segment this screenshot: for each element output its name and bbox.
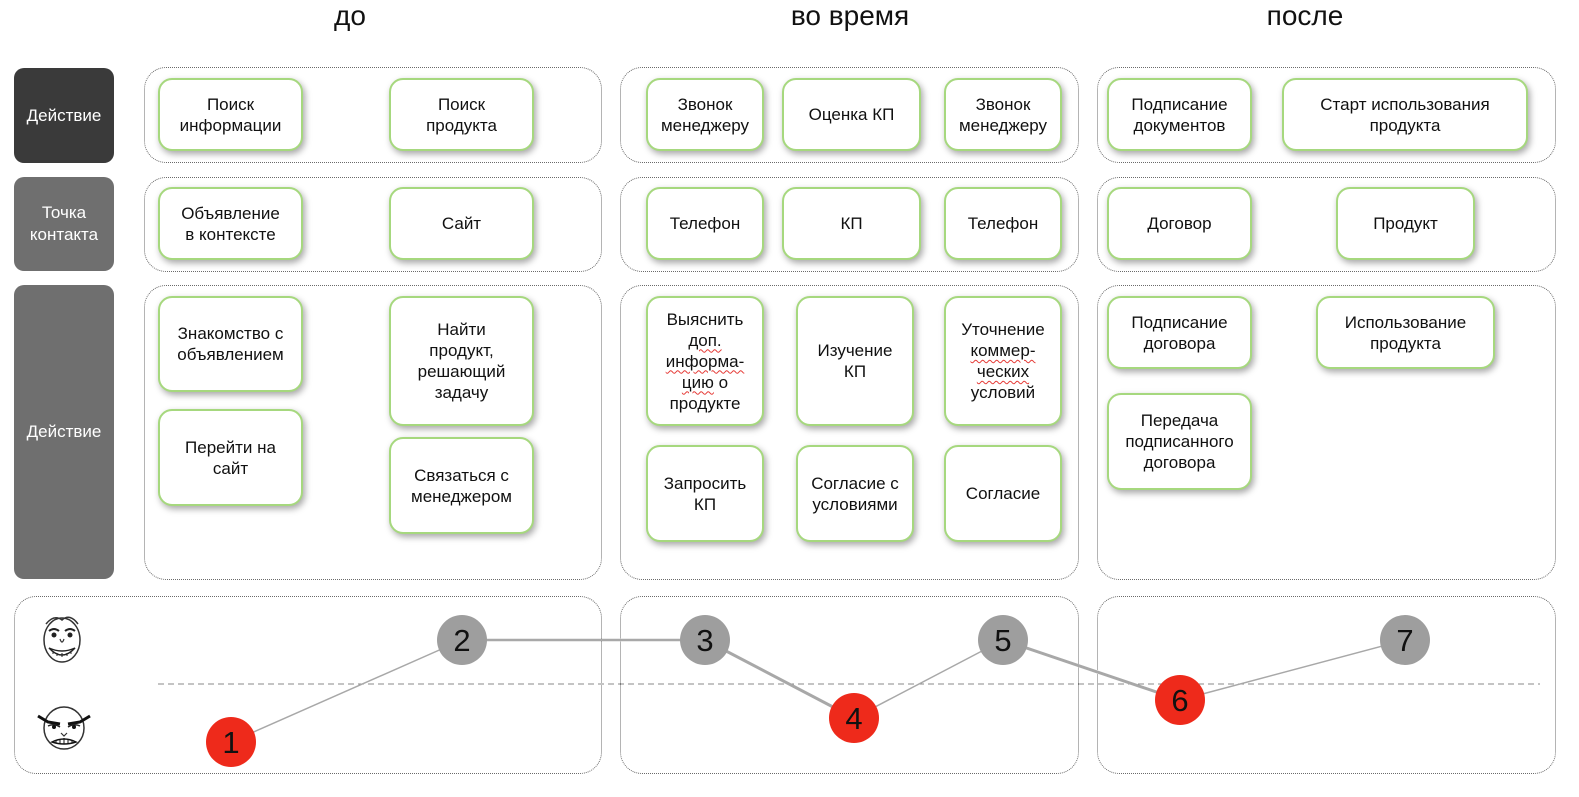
card-call-manager-1: Звонок менеджеру [646, 78, 764, 151]
card-clarify-line-4b: о [713, 372, 729, 392]
card-clarify-line-5: продукте [669, 393, 741, 413]
frame-during-row2 [620, 177, 1079, 272]
card-terms-line-2: коммер- [970, 341, 1036, 360]
card-clarify-line-4a: цию [681, 372, 714, 392]
card-ad-acquaintance: Знакомство с объявлением [158, 296, 303, 392]
row-label-action: Действие [14, 68, 114, 163]
card-study-offer: Изучение КП [796, 296, 914, 426]
card-offer: КП [782, 187, 921, 260]
card-clarify-info: Выяснить доп. информа- цию о продукте [646, 296, 764, 426]
frame-during-row3 [620, 285, 1079, 580]
row-label-touchpoint: Точка контакта [14, 177, 114, 271]
card-request-offer: Запросить КП [646, 445, 764, 542]
card-find-product: Найти продукт, решающий задачу [389, 296, 534, 426]
card-clarify-line-3: информа- [665, 351, 745, 371]
card-clarify-terms: Уточнение коммер- ческих условий [944, 296, 1062, 426]
frame-before-row1 [144, 67, 602, 163]
card-transfer-contract: Передача подписанного договора [1107, 393, 1252, 490]
happy-face-icon [43, 616, 81, 663]
card-sign-contract: Подписание договора [1107, 296, 1252, 369]
card-terms-line-1: Уточнение [961, 320, 1045, 339]
card-contract: Договор [1107, 187, 1252, 260]
card-sign-documents: Подписание документов [1107, 78, 1252, 151]
frame-before-row3 [144, 285, 602, 580]
card-product: Продукт [1336, 187, 1475, 260]
card-terms-line-3: ческих [976, 362, 1030, 381]
card-clarify-line-2: доп. [688, 330, 722, 350]
card-phone-1: Телефон [646, 187, 764, 260]
card-site: Сайт [389, 187, 534, 260]
card-terms-line-4: условий [970, 383, 1036, 402]
card-use-product: Использование продукта [1316, 296, 1495, 369]
card-go-to-site: Перейти на сайт [158, 409, 303, 506]
card-clarify-line-1: Выяснить [666, 309, 744, 329]
card-agreement: Согласие [944, 445, 1062, 542]
card-search-info: Поиск информации [158, 78, 303, 151]
phase-title-before: до [334, 0, 366, 31]
angry-face-icon [37, 706, 91, 750]
frame-during-row1 [620, 67, 1079, 163]
card-phone-2: Телефон [944, 187, 1062, 260]
card-context-ad: Объявление в контексте [158, 187, 303, 260]
frame-before-row2 [144, 177, 602, 272]
card-agree-terms: Согласие с условиями [796, 445, 914, 542]
card-contact-manager: Связаться с менеджером [389, 437, 534, 534]
card-call-manager-2: Звонок менеджеру [944, 78, 1062, 151]
frame-after-emotion [1097, 596, 1556, 774]
frame-before-emotion [14, 596, 602, 774]
row-label-action-detail: Действие [14, 285, 114, 579]
frame-after-row2 [1097, 177, 1556, 272]
frame-after-row3 [1097, 285, 1556, 580]
card-start-usage: Старт использования продукта [1282, 78, 1528, 151]
card-search-product: Поиск продукта [389, 78, 534, 151]
frame-during-emotion [620, 596, 1079, 774]
frame-after-row1 [1097, 67, 1556, 163]
card-evaluate-offer: Оценка КП [782, 78, 921, 151]
phase-title-after: после [1266, 0, 1344, 31]
phase-title-during: во время [790, 0, 910, 31]
